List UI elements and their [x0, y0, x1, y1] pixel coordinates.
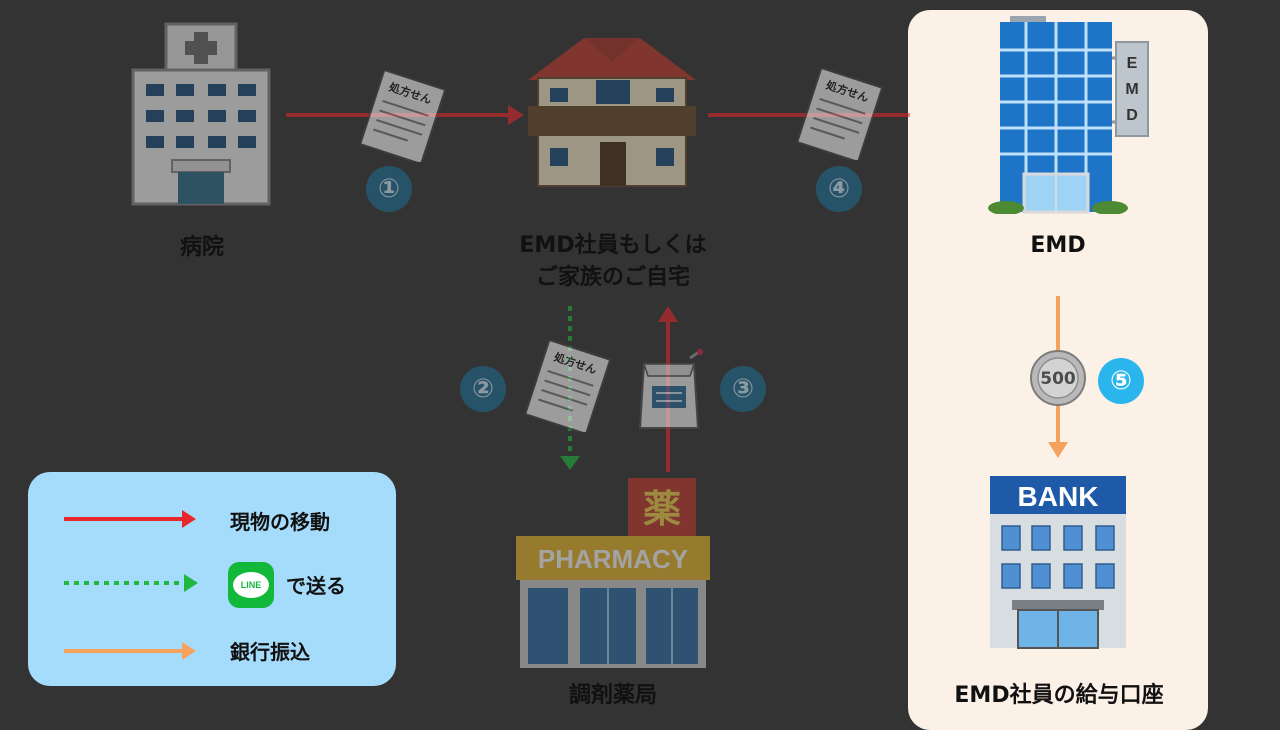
home-label-text: EMD社員もしくは ご家族のご自宅 [519, 233, 707, 290]
legend-line-text: で送る [286, 574, 346, 598]
legend-physical-text: 現物の移動 [230, 510, 330, 534]
step-3-badge: ③ [720, 366, 766, 412]
svg-text:PHARMACY: PHARMACY [538, 544, 688, 574]
prescription-icon: 処方せん [355, 68, 451, 166]
hospital-label: 病院 [179, 235, 224, 260]
prescription-icon: 処方せん [520, 338, 616, 436]
svg-text:E: E [1127, 55, 1138, 72]
legend-physical-arrow [64, 508, 198, 530]
home-label: EMD社員もしくは ご家族のご自宅 [500, 230, 726, 294]
step-2-badge: ② [460, 366, 506, 412]
bank-building-icon: BANK [988, 474, 1128, 650]
bank-account-label: EMD社員の給与口座 [954, 683, 1164, 708]
legend-line-arrow [64, 572, 198, 594]
hospital-building-icon [130, 22, 272, 208]
svg-text:BANK: BANK [1018, 481, 1099, 512]
pharmacy-store-icon: 薬 PHARMACY [514, 476, 712, 670]
step-4-badge: ④ [816, 166, 862, 212]
step-5-badge: ⑤ [1098, 358, 1144, 404]
line-app-icon: LINE [228, 562, 274, 608]
prescription-icon: 処方せん [792, 66, 888, 164]
svg-text:D: D [1126, 107, 1138, 124]
svg-text:500: 500 [1040, 369, 1076, 389]
step-1-badge: ① [366, 166, 412, 212]
coin-500-yen-icon: 500 [1030, 350, 1086, 406]
house-icon [526, 34, 698, 188]
pharmacy-label: 調剤薬局 [568, 683, 657, 708]
svg-text:M: M [1125, 81, 1138, 98]
emd-label: EMD [1030, 233, 1086, 258]
legend-transfer-arrow [64, 640, 198, 662]
legend: 現物の移動 LINE で送る 銀行振込 [28, 472, 396, 686]
line-logo-text: LINE [233, 572, 269, 598]
svg-text:薬: 薬 [643, 487, 681, 531]
legend-transfer-text: 銀行振込 [230, 640, 310, 664]
medicine-bag-icon [638, 346, 706, 430]
